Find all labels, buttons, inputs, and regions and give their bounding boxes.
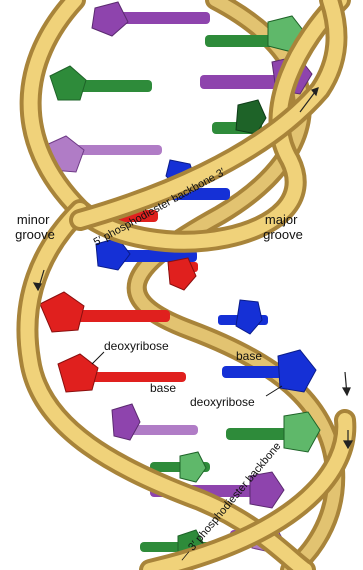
minor-groove-label-line2: groove (15, 227, 55, 242)
label-base-right: base (236, 349, 262, 363)
minor-groove-label-line1: minor (17, 212, 50, 227)
base-pair (112, 404, 320, 452)
label-deoxyribose-left: deoxyribose (104, 339, 169, 353)
minor-groove-label: minor groove (15, 212, 55, 242)
major-groove-label-line1: major (265, 212, 298, 227)
leader-line-deoxyribose-right (266, 386, 282, 396)
label-base-left: base (150, 381, 176, 395)
arrowhead-right (343, 388, 350, 395)
leader-line-deoxyribose-left (92, 352, 104, 364)
base-pair (40, 292, 268, 334)
major-groove-label: major groove (263, 212, 303, 242)
major-groove-label-line2: groove (263, 227, 303, 242)
label-deoxyribose-right: deoxyribose (190, 395, 255, 409)
base-pair (92, 2, 306, 52)
